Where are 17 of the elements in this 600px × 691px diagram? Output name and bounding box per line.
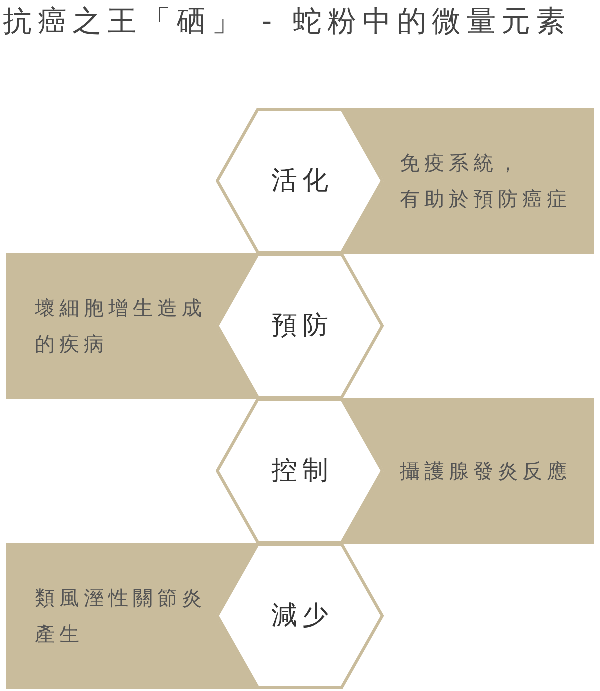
text-band [342, 398, 594, 544]
band-text: 壞細胞增生造成的疾病 [35, 295, 208, 358]
hexagon-shape [216, 108, 384, 254]
title: 抗癌之王「硒」 - 蛇粉中的微量元素 [3, 3, 572, 39]
hexagon-label: 減少 [270, 600, 334, 632]
hexagon-label: 預防 [270, 310, 334, 342]
hexagon-shape [216, 398, 384, 544]
text-band [342, 108, 594, 254]
hexagon-label: 活化 [270, 165, 334, 197]
band-text: 類風溼性關節炎產生 [35, 585, 208, 648]
text-band [6, 253, 258, 399]
band-text: 免疫系統，有助於預防癌症 [400, 150, 572, 213]
hexagon-shape [216, 543, 384, 689]
hexagon-shape [216, 253, 384, 399]
band-text: 攝護腺發炎反應 [400, 458, 572, 485]
hexagon-label: 控制 [270, 455, 334, 487]
text-band [6, 543, 258, 689]
